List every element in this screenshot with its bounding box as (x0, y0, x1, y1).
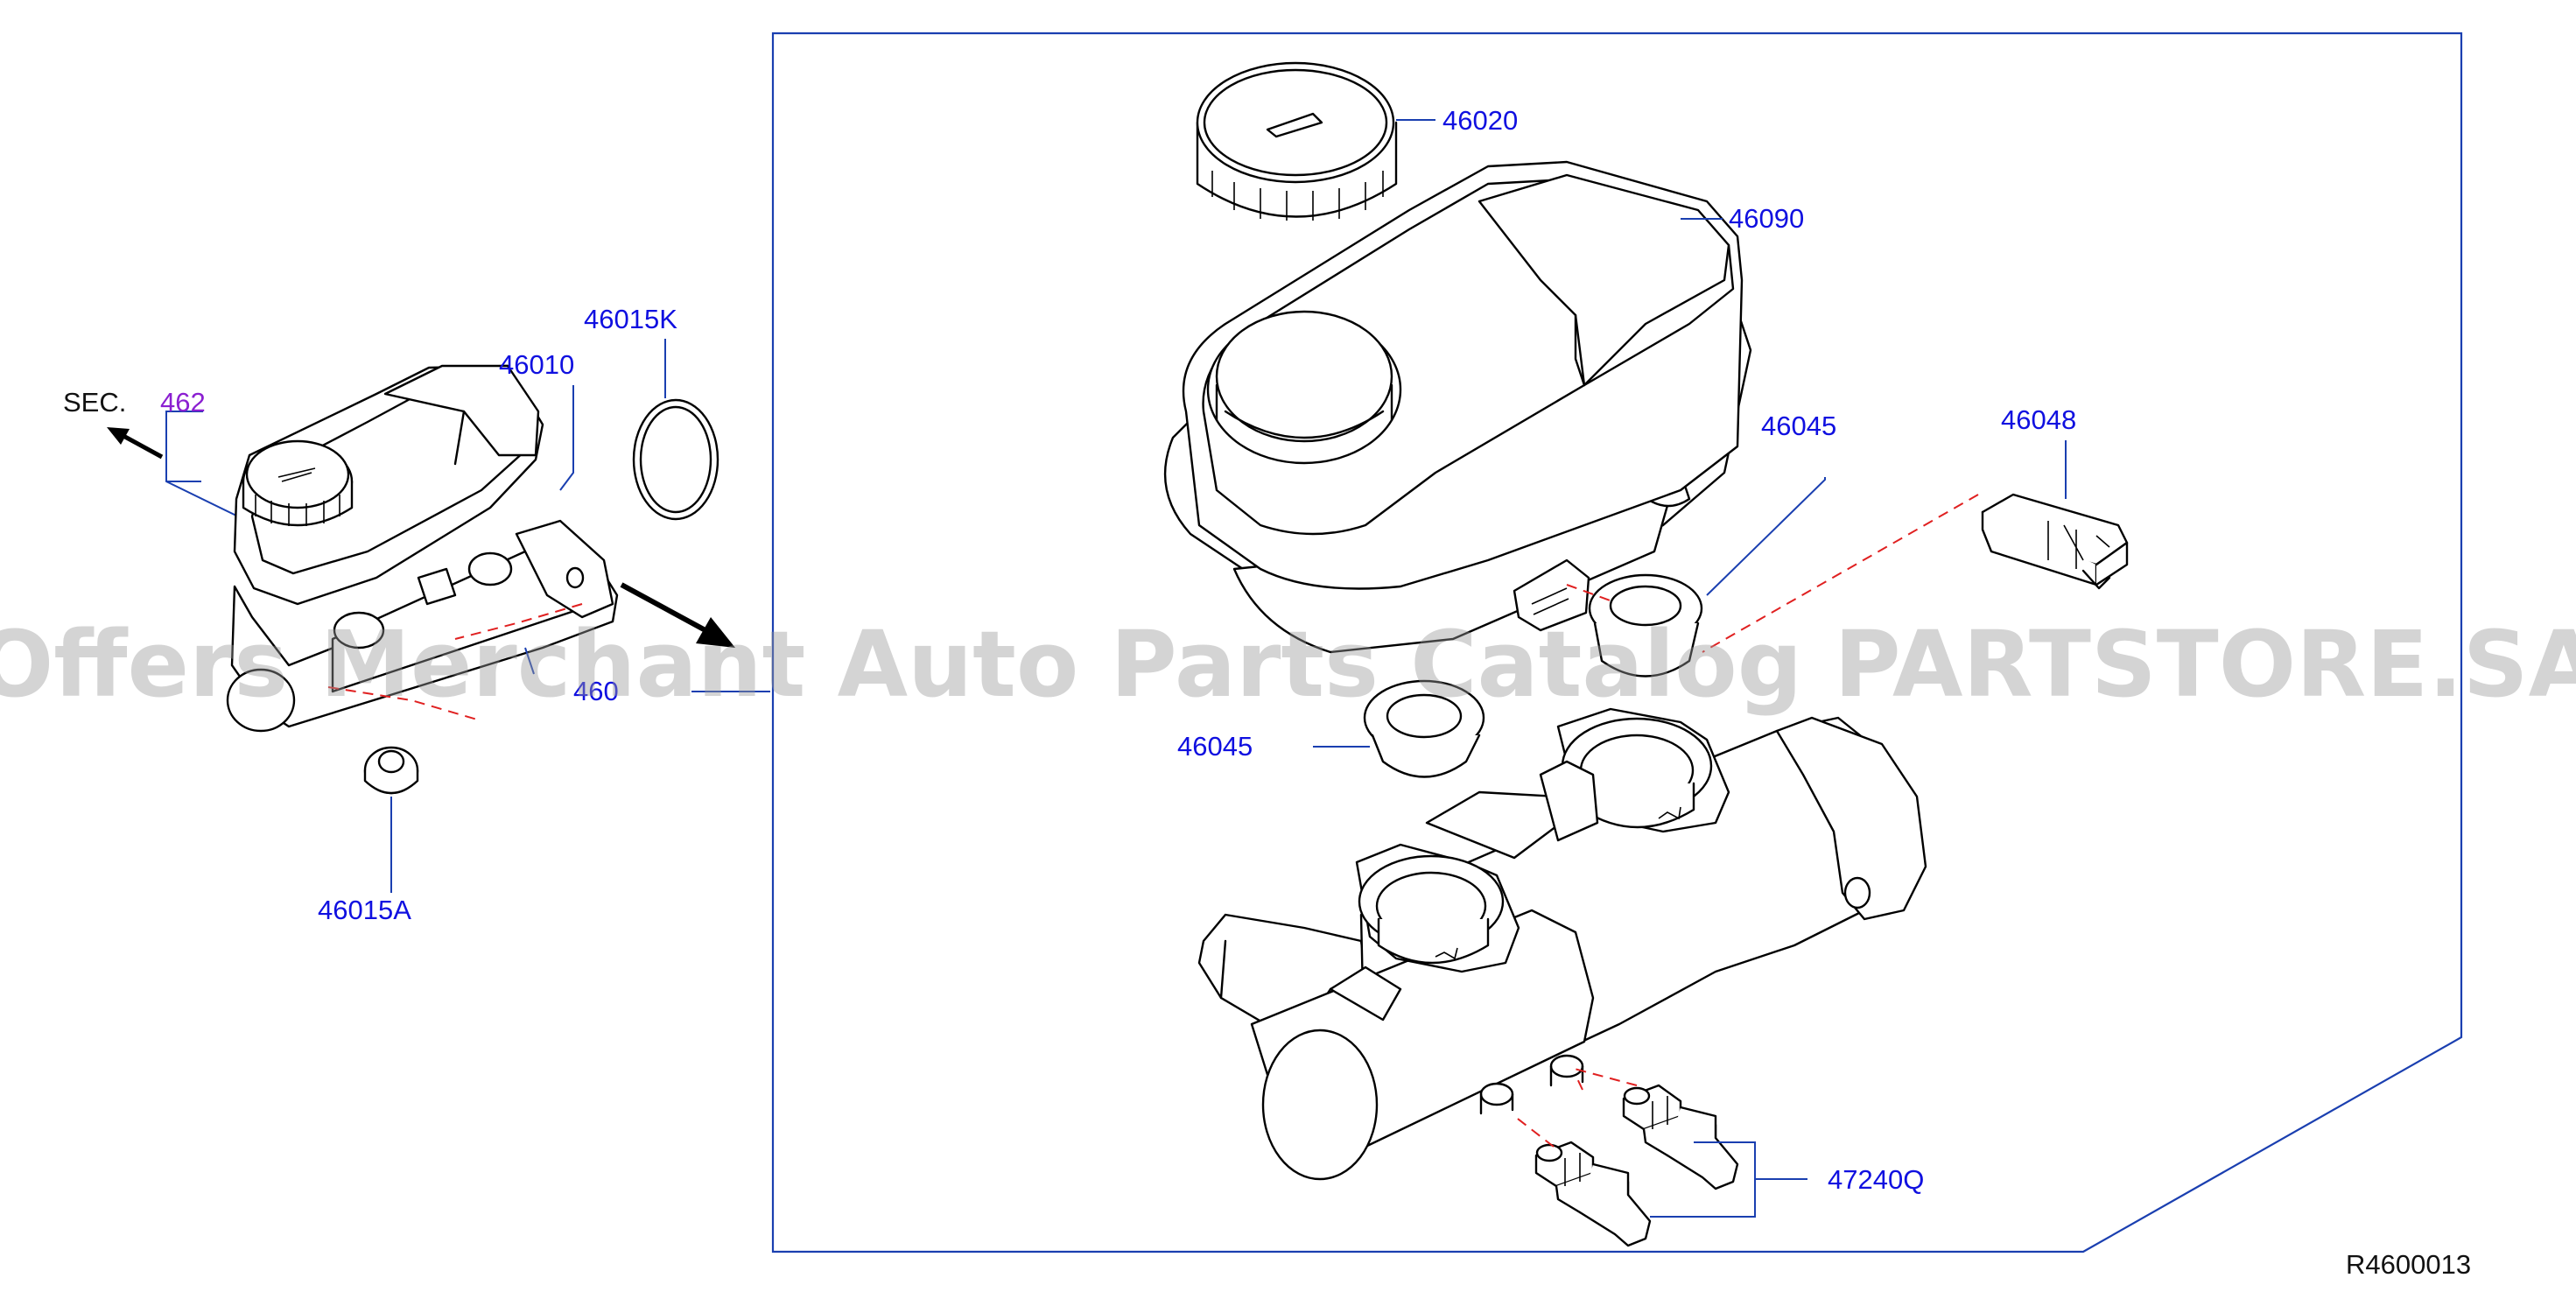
part-46048-label[interactable]: 46048 (2001, 404, 2076, 435)
small-assembly-drawing (107, 339, 770, 893)
grommet-46045-upper-drawing (1588, 477, 1826, 678)
part-46090-label[interactable]: 46090 (1729, 203, 1804, 234)
sec-ref-link[interactable]: 462 (160, 387, 206, 418)
reservoir-46090-drawing (1163, 160, 1752, 654)
part-46045-lower-label[interactable]: 46045 (1177, 731, 1253, 762)
detail-frame (771, 32, 2463, 1253)
assembly-dashes (1513, 494, 1979, 1148)
part-46010-label[interactable]: 46010 (499, 349, 574, 380)
bleeder-47240Q-lower-drawing (1534, 1141, 1652, 1247)
part-46015A-label[interactable]: 46015A (318, 895, 411, 925)
master-cylinder-drawing (1197, 707, 1927, 1181)
part-47240Q-label[interactable]: 47240Q (1828, 1164, 1924, 1195)
cap-46020-drawing (1196, 61, 1435, 221)
connector-46048-drawing (1981, 440, 2129, 590)
part-46020-label[interactable]: 46020 (1442, 105, 1518, 136)
grommet-46045-lower-drawing (1313, 679, 1485, 778)
part-46015K-label[interactable]: 46015K (584, 304, 677, 334)
diagram-ref-code: R4600013 (2346, 1249, 2471, 1280)
bleeder-bracket-leader (1650, 1141, 1807, 1218)
bleeder-47240Q-upper-drawing (1622, 1084, 1739, 1190)
sec-label: SEC. (63, 387, 126, 418)
part-46045-upper-label[interactable]: 46045 (1761, 411, 1836, 441)
watermark-text: Offers Merchant Auto Parts Catalog PARTS… (0, 611, 2576, 718)
part-46010-partial-label[interactable]: 460 (573, 676, 619, 706)
